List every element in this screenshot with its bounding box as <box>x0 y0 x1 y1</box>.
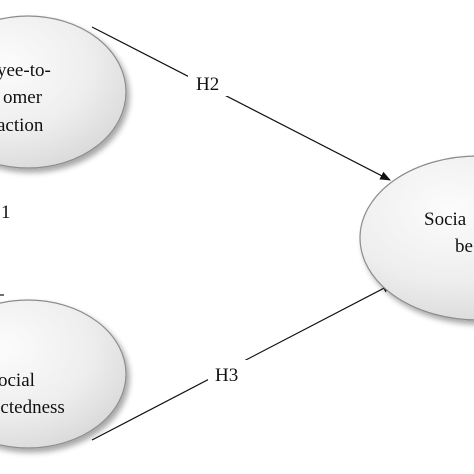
edge-h2-label: H2 <box>196 74 219 95</box>
node-employee-interaction-line-3: action <box>0 115 44 136</box>
node-social-behavior-line-2: be <box>455 236 473 257</box>
node-employee-interaction-line-1: yee-to- <box>0 60 51 81</box>
node-social-behavior <box>359 155 474 321</box>
edge-h2-label-bg <box>188 70 228 96</box>
node-employee-interaction <box>0 15 127 169</box>
node-social-behavior-line-1: Socia <box>424 209 467 230</box>
edge-h2-arrow <box>91 26 391 181</box>
edge-h3-label-bg <box>208 360 248 386</box>
edge-h3-label: H3 <box>215 365 238 386</box>
edge-h1-label: 1 <box>1 202 11 223</box>
node-social-connectedness-line-2: ectedness <box>0 397 65 418</box>
node-social-connectedness <box>0 299 127 449</box>
node-social-connectedness-line-1: ocial <box>0 370 35 391</box>
node-employee-interaction-line-2: omer <box>3 87 43 108</box>
